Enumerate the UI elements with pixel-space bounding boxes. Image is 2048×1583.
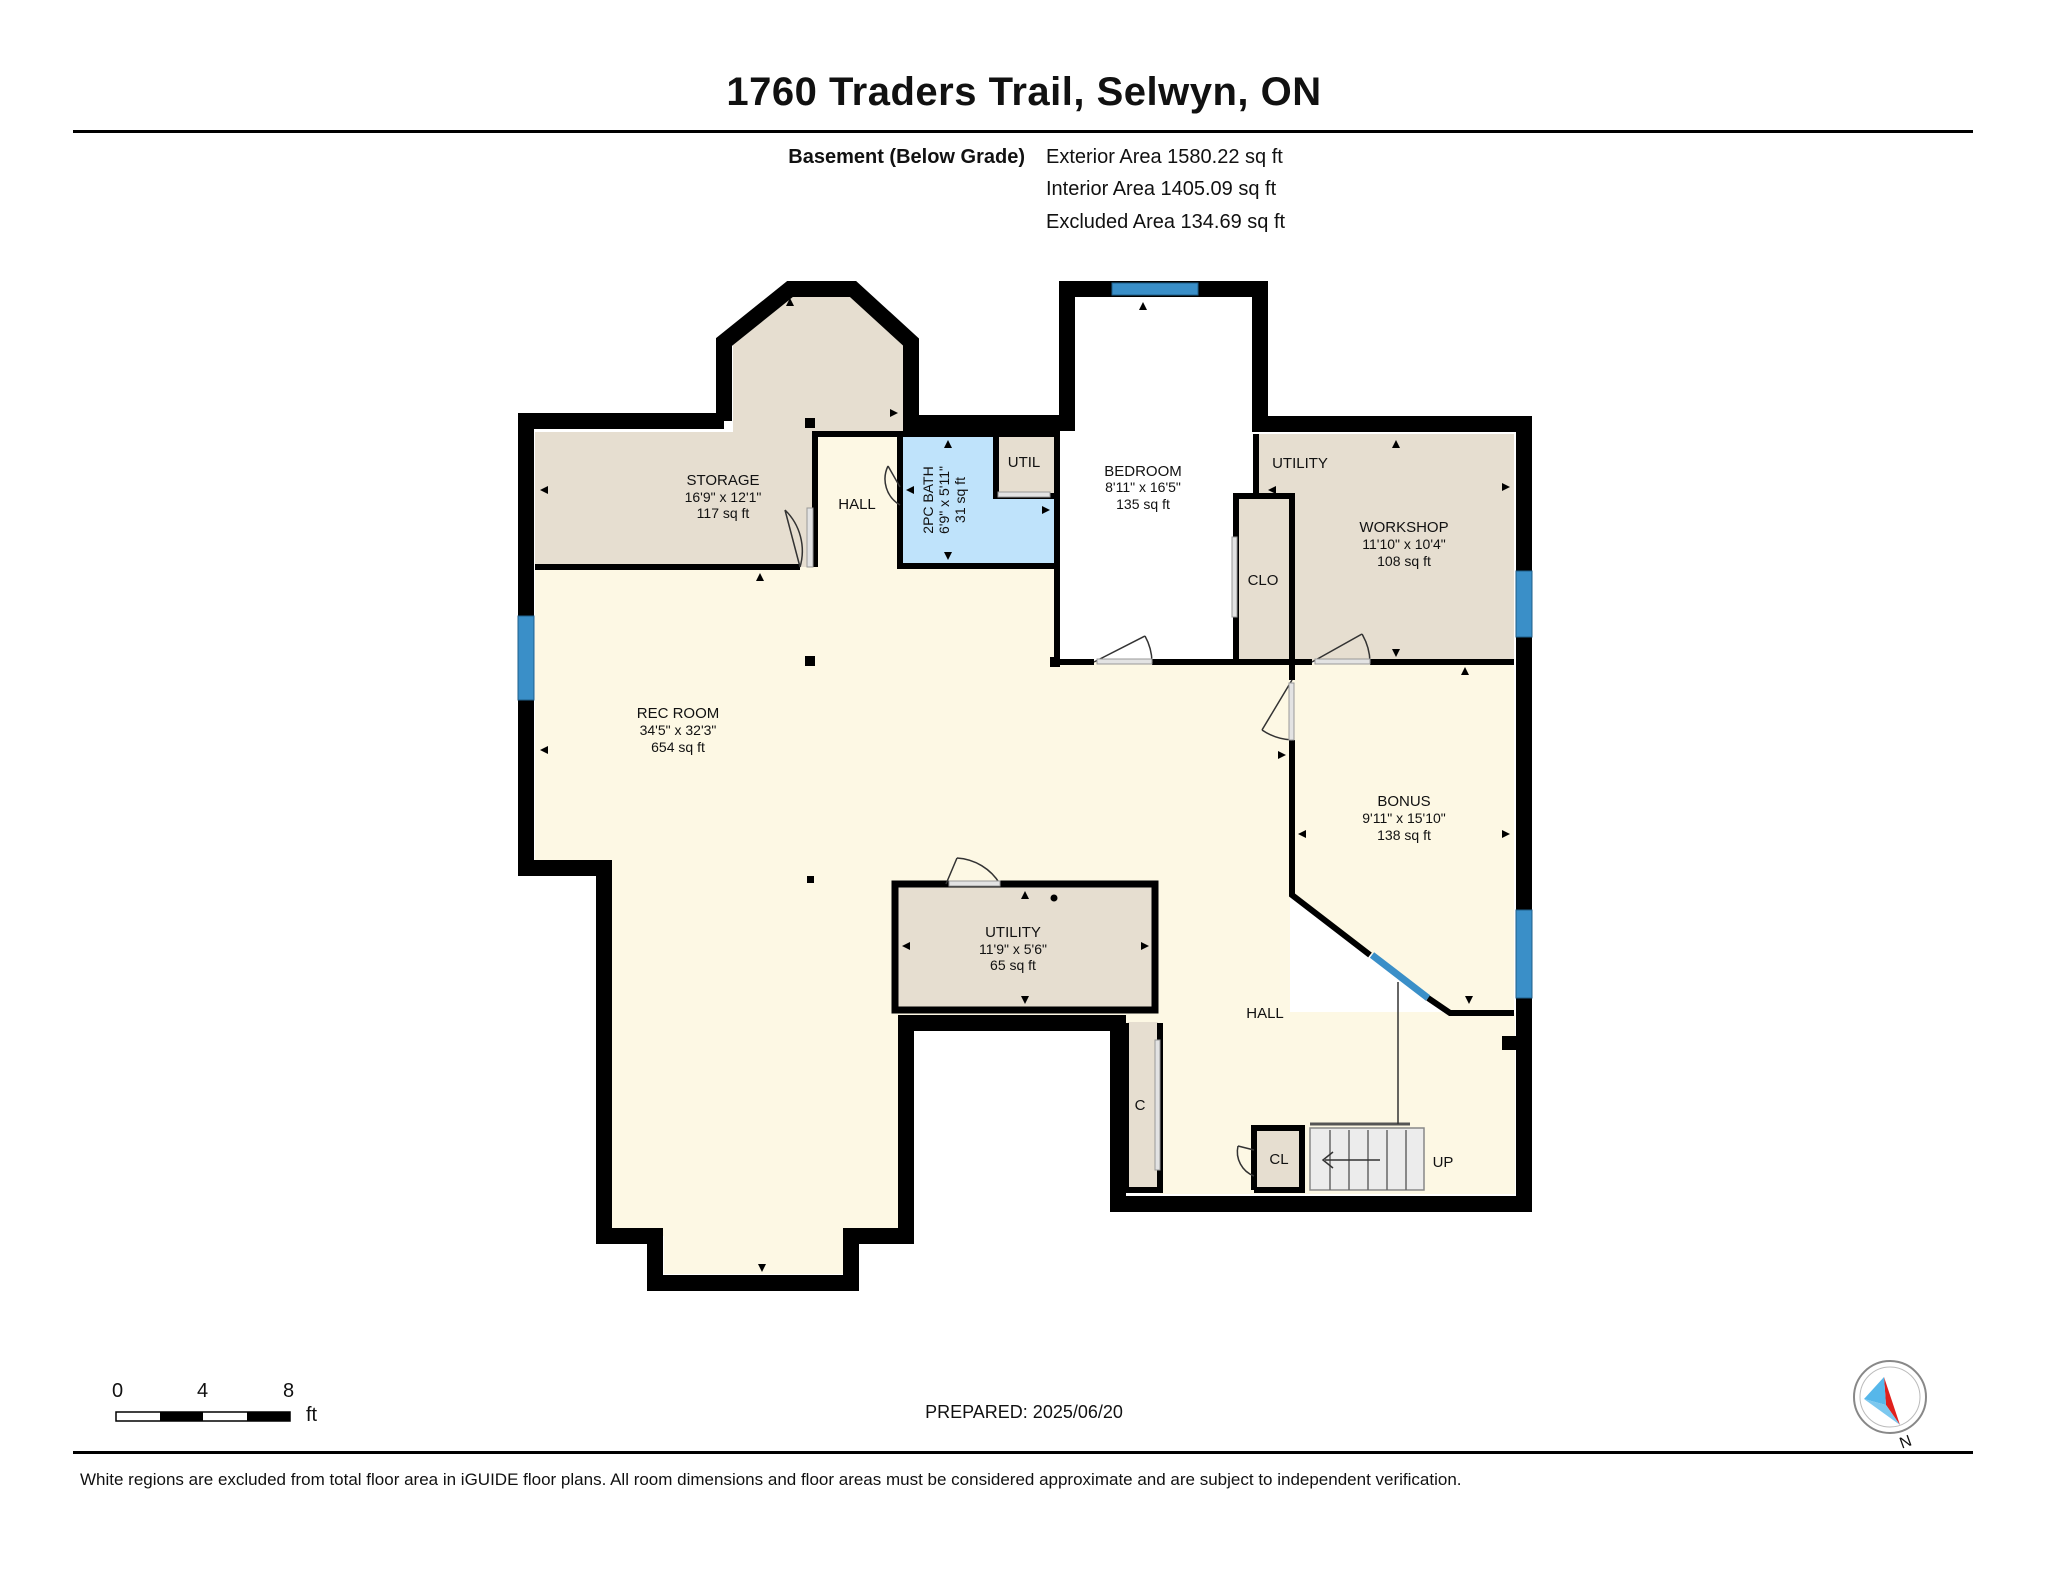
bath-dims: 6'9" x 5'11" xyxy=(936,466,952,534)
walls xyxy=(518,281,1532,1291)
utility-name: UTILITY xyxy=(985,924,1041,941)
closet-cl-fill xyxy=(1256,1130,1302,1190)
utility-walls xyxy=(891,880,1159,1014)
bedroom-dims: 8'11" x 16'5" xyxy=(1105,479,1181,495)
util-small-name: UTIL xyxy=(1008,454,1041,471)
closet-c-fill xyxy=(1128,1022,1158,1188)
level-label: Basement (Below Grade) xyxy=(788,146,1025,168)
workshop-area: 108 sq ft xyxy=(1377,553,1431,569)
compass-icon: N xyxy=(1853,1360,1927,1453)
closet-cl-wall xyxy=(1251,1125,1305,1193)
compass-letter: N xyxy=(1897,1433,1914,1453)
rec-room-name: REC ROOM xyxy=(637,705,720,722)
bath-left-wall xyxy=(897,434,1054,569)
closet-cl-name: CL xyxy=(1269,1151,1288,1168)
bonus-name: BONUS xyxy=(1377,793,1430,810)
bedroom-name: BEDROOM xyxy=(1104,463,1182,480)
outer-wall xyxy=(518,281,1532,1291)
footer-rule xyxy=(73,1451,1973,1454)
bonus-left-wall xyxy=(1289,740,1372,958)
stairs-fill xyxy=(1309,1127,1425,1191)
room-fills xyxy=(535,290,1515,1274)
bath-area: 31 sq ft xyxy=(952,477,968,523)
hall-bottom-name: HALL xyxy=(1246,1005,1284,1022)
bonus-bottom-wall xyxy=(1426,995,1514,1016)
window-rec xyxy=(517,615,535,701)
clo-fill xyxy=(1238,497,1290,660)
utility-label-top: UTILITY xyxy=(1272,455,1328,472)
util-small-fill xyxy=(995,434,1054,496)
scale-tick-4: 4 xyxy=(197,1380,209,1402)
rec-room-dims: 34'5" x 32'3" xyxy=(640,722,717,738)
bonus-fill xyxy=(1292,663,1514,1010)
page-title: 1760 Traders Trail, Selwyn, ON xyxy=(726,70,1322,114)
clo-name: CLO xyxy=(1248,572,1279,589)
bonus-area: 138 sq ft xyxy=(1377,827,1431,843)
workshop-name: WORKSHOP xyxy=(1359,519,1448,536)
posts xyxy=(805,418,1516,1050)
rec-room-fill xyxy=(535,433,1515,1274)
header-rule xyxy=(73,130,1973,133)
windows xyxy=(517,282,1533,1001)
window-workshop xyxy=(1515,570,1533,638)
footer-disclaimer: White regions are excluded from total fl… xyxy=(80,1470,1462,1489)
storage-fill xyxy=(535,290,903,567)
window-bonus xyxy=(1369,952,1431,1001)
rec-room-area: 654 sq ft xyxy=(651,739,705,755)
storage-name: STORAGE xyxy=(686,472,759,489)
window-bedroom xyxy=(1111,282,1199,296)
hall-top-name: HALL xyxy=(838,496,876,513)
stairs-up-label: UP xyxy=(1433,1154,1454,1171)
closet-c-name: C xyxy=(1135,1097,1146,1114)
bath-name: 2PC BATH xyxy=(920,466,936,533)
excluded-area: Excluded Area 134.69 sq ft xyxy=(1046,211,1286,233)
stair-treads xyxy=(1310,982,1410,1190)
prepared-date: PREPARED: 2025/06/20 xyxy=(925,1402,1123,1422)
bonus-dims: 9'11" x 15'10" xyxy=(1362,810,1446,826)
utility-area: 65 sq ft xyxy=(990,957,1036,973)
workshop-dims: 11'10" x 10'4" xyxy=(1362,536,1446,552)
hall-walls xyxy=(812,431,900,567)
storage-dims: 16'9" x 12'1" xyxy=(685,489,762,505)
storage-area: 117 sq ft xyxy=(697,505,750,521)
scale-bar xyxy=(115,1411,291,1422)
room-labels: STORAGE 16'9" x 12'1" 117 sq ft HALL 2PC… xyxy=(637,454,1454,1171)
scale-tick-0: 0 xyxy=(112,1380,124,1402)
workshop-fill xyxy=(1256,434,1514,661)
door-panels xyxy=(806,491,1371,1171)
interior-area: Interior Area 1405.09 sq ft xyxy=(1046,178,1277,200)
window-hall xyxy=(1515,909,1533,999)
exterior-area: Exterior Area 1580.22 sq ft xyxy=(1046,146,1283,168)
utility-dims: 11'9" x 5'6" xyxy=(979,941,1047,957)
scale-unit: ft xyxy=(306,1404,318,1426)
utility-fill xyxy=(896,887,1152,1008)
bedroom-area: 135 sq ft xyxy=(1116,496,1170,512)
scale-tick-8: 8 xyxy=(283,1380,295,1402)
dimension-arrows xyxy=(540,298,1510,1272)
